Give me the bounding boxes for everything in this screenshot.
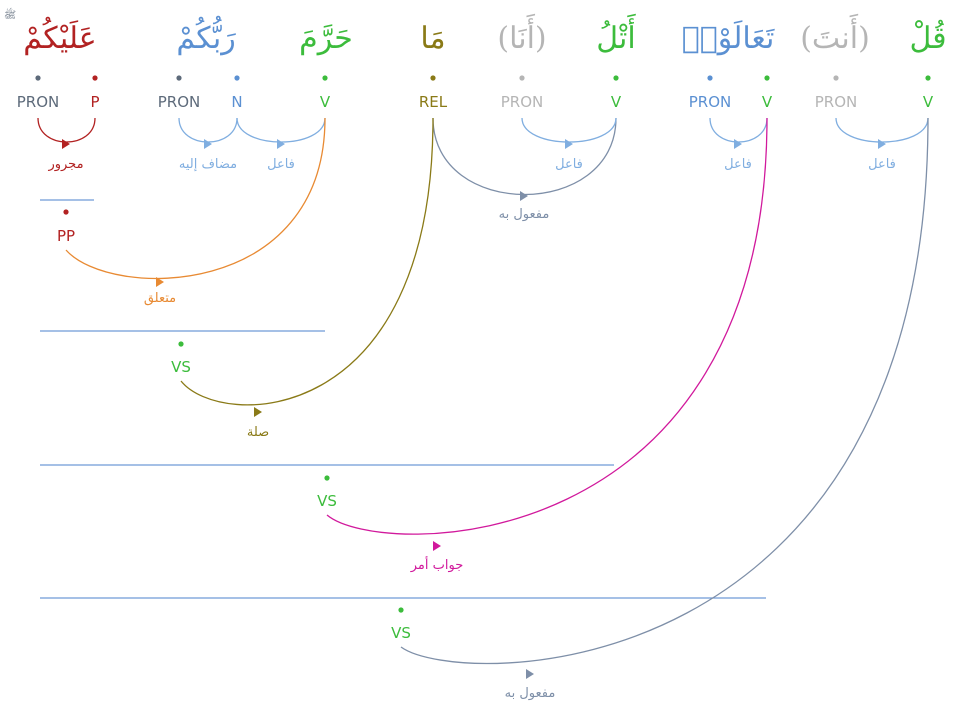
- arc-fail-taalaw: [709, 117, 768, 143]
- relation-label-fail-qul: فاعل: [868, 157, 896, 172]
- token-dot: [925, 75, 931, 81]
- relation-label-jawab: جواب أمر: [410, 556, 463, 573]
- token-pos-rabb-pron: PRON: [158, 93, 201, 111]
- word-alaykum: عَلَيْكُمْ: [23, 16, 96, 56]
- token-pos-atlu-v: V: [611, 93, 622, 111]
- arc-arrowhead: [204, 139, 212, 149]
- relation-label-majrur: مجرور: [47, 157, 83, 172]
- word-atlu: أَتْلُ: [596, 13, 636, 56]
- arc-sila: [180, 117, 434, 406]
- phrase-dot: [398, 607, 404, 613]
- relation-label-mudaf: مضاف إليه: [179, 157, 237, 172]
- relation-label-fail-harrama: فاعل: [267, 157, 295, 172]
- token-dot: [833, 75, 839, 81]
- word-anta: (أَنتَ): [800, 13, 870, 56]
- token-dot: [234, 75, 240, 81]
- phrase-dot: [63, 209, 69, 215]
- arc-fail-atlu: [521, 117, 617, 143]
- relation-label-mafool-ma: مفعول به: [499, 207, 550, 222]
- token-dot: [707, 75, 713, 81]
- token-pos-alay-pron: PRON: [17, 93, 60, 111]
- word-rabbukum: رَبُّكُمْ: [176, 15, 236, 56]
- arc-jawab: [326, 117, 768, 535]
- phrase-label-vs1: VS: [171, 358, 191, 376]
- token-pos-qul-v: V: [923, 93, 934, 111]
- arc-arrowhead: [277, 139, 285, 149]
- arc-arrowhead: [526, 669, 534, 679]
- token-dot: [92, 75, 98, 81]
- token-dot: [764, 75, 770, 81]
- arc-mafool-qul: [400, 117, 929, 665]
- token-dot: [176, 75, 182, 81]
- word-ma: مَا: [420, 21, 445, 56]
- arc-mutaallaq: [65, 117, 326, 280]
- arc-arrowhead: [520, 191, 528, 201]
- token-pos-ma-rel: REL: [419, 93, 448, 111]
- token-dot: [430, 75, 436, 81]
- token-pos-taalaw-v: V: [762, 93, 773, 111]
- relation-label-mutaallaq: متعلق: [144, 291, 176, 306]
- token-pos-harrama-v: V: [320, 93, 331, 111]
- word-harrama: حَرَّمَ: [299, 21, 353, 56]
- arc-arrowhead: [565, 139, 573, 149]
- arc-arrowhead: [734, 139, 742, 149]
- arc-arrowhead: [62, 139, 70, 149]
- arc-fail-qul: [835, 117, 929, 143]
- phrase-dot: [324, 475, 330, 481]
- relation-label-mafool-qul: مفعول به: [505, 686, 556, 701]
- phrase-label-vs3: VS: [391, 624, 411, 642]
- word-taalaw: تَعَالَوْا۟: [682, 19, 775, 56]
- token-pos-alay-p: P: [90, 93, 99, 111]
- salla-mark: ﷺ: [4, 7, 16, 21]
- arc-arrowhead: [878, 139, 886, 149]
- token-pos-anta-pron: PRON: [815, 93, 858, 111]
- arc-mafool-ma: [432, 117, 617, 196]
- token-dot: [35, 75, 41, 81]
- arc-mudaf: [178, 117, 238, 143]
- arc-fail-harrama: [236, 117, 326, 143]
- token-pos-ana-pron: PRON: [501, 93, 544, 111]
- arc-arrowhead: [433, 541, 441, 551]
- token-dot: [613, 75, 619, 81]
- phrase-label-pp: PP: [57, 227, 75, 245]
- relation-label-fail-atlu: فاعل: [555, 157, 583, 172]
- word-qul: قُلْ: [909, 19, 946, 56]
- word-ana: (أَنَا): [497, 13, 546, 56]
- token-dot: [519, 75, 525, 81]
- phrase-label-vs2: VS: [317, 492, 337, 510]
- arc-majrur: [37, 117, 96, 143]
- token-pos-rabb-n: N: [231, 93, 242, 111]
- arc-arrowhead: [254, 407, 262, 417]
- arc-arrowhead: [156, 277, 164, 287]
- token-dot: [322, 75, 328, 81]
- relation-label-sila: صلة: [247, 425, 269, 440]
- relation-label-fail-taalaw: فاعل: [724, 157, 752, 172]
- phrase-dot: [178, 341, 184, 347]
- token-pos-taalaw-pron: PRON: [689, 93, 732, 111]
